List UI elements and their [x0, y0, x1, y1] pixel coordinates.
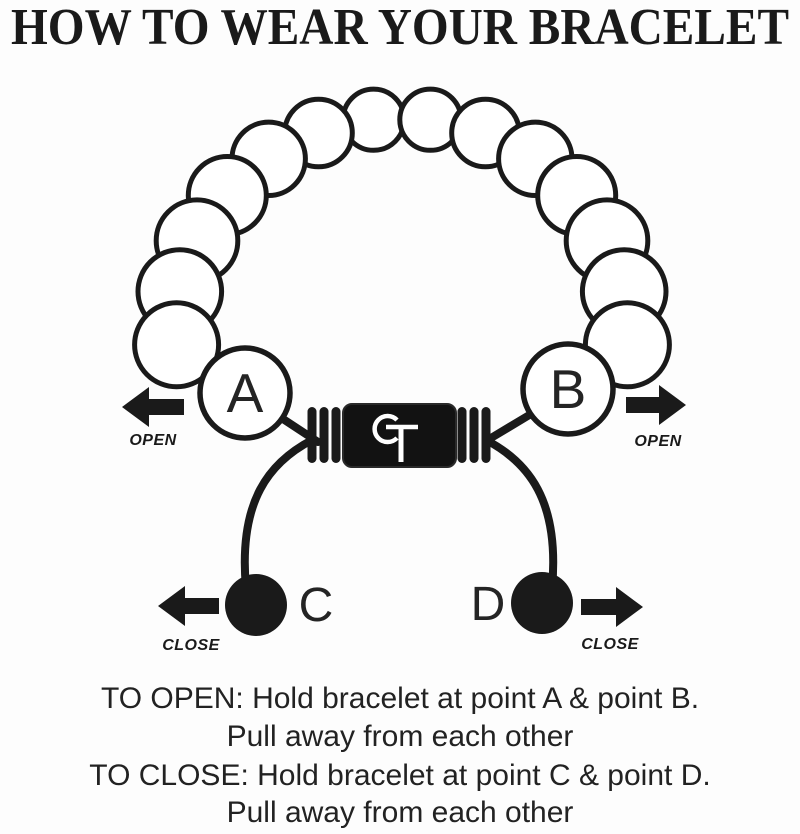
point-d-marker: D: [471, 572, 573, 634]
coil-bar: [307, 407, 317, 463]
cord-group: [240, 410, 558, 592]
close-arrow-left-icon: [158, 586, 219, 626]
bead-strand: [132, 86, 672, 390]
cord-b-to-clasp: [482, 410, 535, 445]
cord-left: [240, 436, 316, 592]
close-label-left: CLOSE: [162, 637, 220, 654]
point-d-dot: [511, 572, 573, 634]
point-a-label: A: [227, 362, 264, 424]
point-a-circle: [197, 345, 293, 441]
instruction-close-line2: Pull away from each other: [227, 796, 574, 829]
point-d-label: D: [471, 578, 506, 631]
point-c-label: C: [299, 579, 334, 632]
point-c-dot: [225, 574, 287, 636]
close-arrows: CLOSE CLOSE: [158, 586, 643, 654]
instruction-open-line1: TO OPEN: Hold bracelet at point A & poin…: [101, 682, 699, 715]
open-arrow-right-icon: [626, 385, 686, 425]
clasp: GT: [307, 403, 491, 468]
close-label-right: CLOSE: [581, 636, 639, 653]
open-arrows: OPEN OPEN: [122, 385, 686, 450]
close-arrow-right-icon: [581, 587, 643, 627]
point-b-circle: [520, 341, 616, 437]
coil-bar: [331, 407, 341, 463]
clasp-coil-right: [457, 407, 491, 463]
coil-bar: [457, 407, 467, 463]
point-c-marker: C: [225, 574, 333, 636]
coil-bar: [319, 407, 329, 463]
gt-logo-g-arc: [372, 413, 399, 445]
open-arrow-left-icon: [122, 387, 184, 427]
cord-right: [482, 436, 558, 592]
coil-bar: [481, 407, 491, 463]
point-a-marker: A: [197, 345, 293, 441]
bead: [132, 300, 222, 390]
gt-logo-icon: GT: [372, 413, 418, 462]
page-title: HOW TO WEAR YOUR BRACELET: [11, 0, 789, 56]
instruction-close-line1: TO CLOSE: Hold bracelet at point C & poi…: [89, 759, 710, 792]
point-b-label: B: [550, 358, 587, 420]
open-label-left: OPEN: [129, 432, 176, 449]
clasp-coil-left: [307, 407, 341, 463]
coil-bar: [469, 407, 479, 463]
open-label-right: OPEN: [634, 433, 681, 450]
instruction-open-line2: Pull away from each other: [227, 720, 574, 753]
instructions: TO OPEN: Hold bracelet at point A & poin…: [89, 682, 710, 829]
point-b-marker: B: [520, 341, 616, 437]
